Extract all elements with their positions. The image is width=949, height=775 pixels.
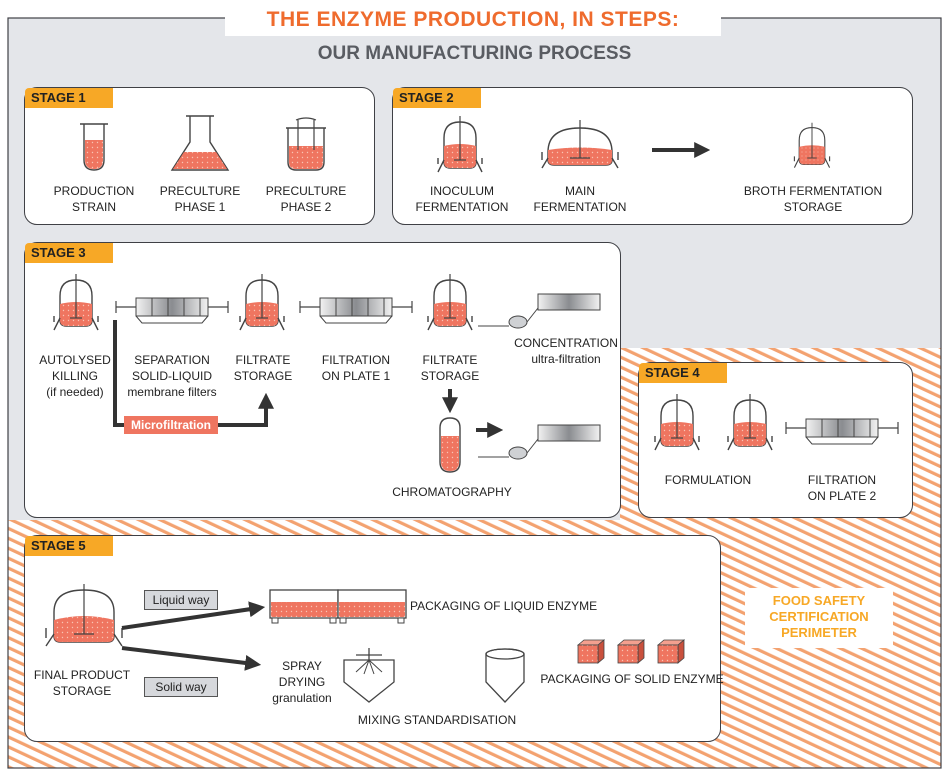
stage-5-tag: STAGE 5: [25, 536, 113, 556]
food-safety-perimeter-label: FOOD SAFETY CERTIFICATION PERIMETER: [745, 588, 893, 648]
packaging-solid-label: PACKAGING OF SOLID ENZYME: [540, 672, 724, 686]
stage-1-tag: STAGE 1: [25, 88, 113, 108]
chromatography-label: CHROMATOGRAPHY: [392, 485, 512, 499]
solid-way-badge: Solid way: [144, 677, 218, 697]
microfiltration-badge: Microfiltration: [124, 416, 218, 434]
stage-1-panel: STAGE 1: [24, 87, 375, 225]
formulation-label: FORMULATION: [664, 473, 752, 487]
packaging-liquid-label: PACKAGING OF LIQUID ENZYME: [410, 599, 598, 613]
mixing-standardisation-label: MIXING STANDARDISATION: [357, 713, 517, 727]
stage-2-tag: STAGE 2: [393, 88, 481, 108]
subtitle: OUR MANUFACTURING PROCESS: [317, 43, 632, 64]
liquid-way-badge: Liquid way: [144, 590, 218, 610]
stage-5-panel: STAGE 5: [24, 535, 721, 742]
stage-4-tag: STAGE 4: [639, 363, 727, 383]
stage-3-tag: STAGE 3: [25, 243, 113, 263]
main-title: THE ENZYME PRODUCTION, IN STEPS:: [225, 4, 721, 36]
